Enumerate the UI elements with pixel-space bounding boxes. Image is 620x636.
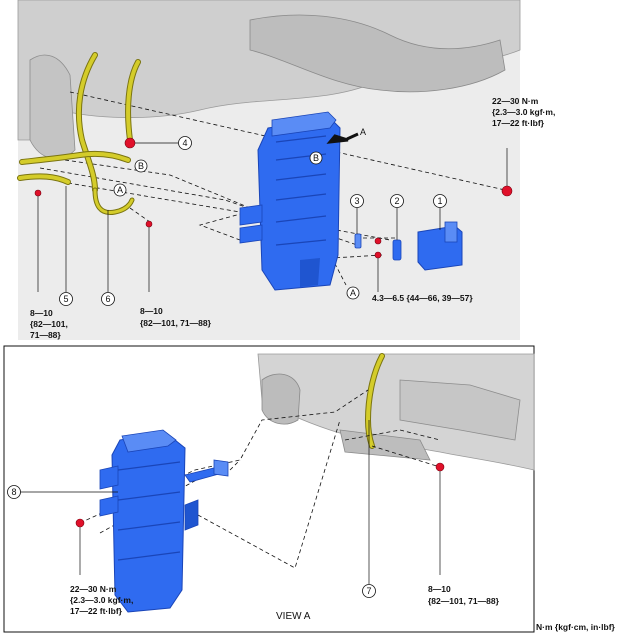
torque-view-right: 8—10 {82—101, 71—88} (428, 584, 500, 606)
torque-view-right-line2: {82—101, 71—88} (428, 596, 500, 606)
view-arrow-a: A (326, 127, 366, 144)
torque-point-view-left (75, 518, 85, 528)
torque-mid-line1: 8—10 (140, 306, 163, 316)
callout-leaders-upper (37, 142, 508, 292)
torque-top-right-line1: 22—30 N·m (492, 96, 539, 106)
torque-view-left-line2: {2.3—3.0 kgf·m, (70, 595, 133, 605)
callout-leaders-view-a (19, 420, 441, 584)
ref-b-left: B (138, 161, 144, 171)
torque-point-4 (124, 137, 136, 149)
torque-mid-bolt: 8—10 {82—101, 71—88} (140, 306, 212, 328)
callout-1: 1 (437, 196, 442, 206)
upper-exploded-view: A 1 2 3 4 5 6 (17, 0, 555, 340)
torque-view-left: 22—30 N·m {2.3—3.0 kgf·m, 17—22 ft·lbf} (70, 584, 133, 616)
body-rail-view-a (399, 379, 521, 441)
view-a-panel: 8 7 22—30 N·m {2.3—3.0 kgf·m, 17—22 ft·l… (3, 345, 535, 633)
callout-6: 6 (105, 294, 110, 304)
callouts-view-a: 8 7 (7, 485, 376, 598)
wire-harness-7 (364, 353, 385, 449)
callout-7: 7 (366, 586, 371, 596)
ref-a-left: A (117, 185, 123, 195)
torque-point-mid (145, 220, 153, 228)
torque-left-line1: 8—10 (30, 308, 53, 318)
torque-top-right-line3: 17—22 ft·lbf} (492, 118, 545, 128)
torque-point-nut-b (374, 251, 382, 259)
callout-4: 4 (182, 138, 187, 148)
body-crossmember (249, 14, 506, 93)
torque-view-left-line3: 17—22 ft·lbf} (70, 606, 123, 616)
abs-hydraulic-unit-view-a (99, 429, 229, 613)
bracket-2 (392, 239, 402, 261)
torque-point-view-right (435, 462, 445, 472)
torque-nuts-2-3: 4.3—6.5 {44—66, 39—57} (372, 293, 473, 303)
wire-harnesses-upper (17, 52, 141, 216)
control-module-1 (417, 221, 463, 271)
torque-view-right-line1: 8—10 (428, 584, 451, 594)
callouts-upper: 1 2 3 4 5 6 B B A A (59, 136, 447, 306)
callout-2: 2 (394, 196, 399, 206)
ref-a-bottom: A (350, 288, 356, 298)
callout-3: 3 (354, 196, 359, 206)
torque-point-nut-a (374, 237, 382, 245)
torque-top-right: 22—30 N·m {2.3—3.0 kgf·m, 17—22 ft·lbf} (492, 96, 555, 128)
callout-5: 5 (63, 294, 68, 304)
torque-point-top-right (501, 185, 513, 197)
torque-point-left (34, 189, 42, 197)
torque-top-right-line2: {2.3—3.0 kgf·m, (492, 107, 555, 117)
torque-left-bolt: 8—10 {82—101, 71—88} (30, 308, 68, 340)
view-a-title: VIEW A (276, 611, 311, 622)
body-mount-view-a (339, 429, 431, 461)
ref-b-module: B (313, 153, 319, 163)
body-bracket-left (29, 54, 76, 159)
torque-mid-line2: {82—101, 71—88} (140, 318, 212, 328)
view-arrow-label: A (360, 127, 366, 137)
body-bracket-view-a (261, 373, 301, 425)
torque-left-line3: 71—88} (30, 330, 61, 340)
callout-8: 8 (11, 487, 16, 497)
units-note: N·m {kgf·cm, in·lbf} (536, 622, 616, 632)
bolt-3 (354, 233, 362, 249)
torque-view-left-line1: 22—30 N·m (70, 584, 117, 594)
torque-left-line2: {82—101, (30, 319, 68, 329)
